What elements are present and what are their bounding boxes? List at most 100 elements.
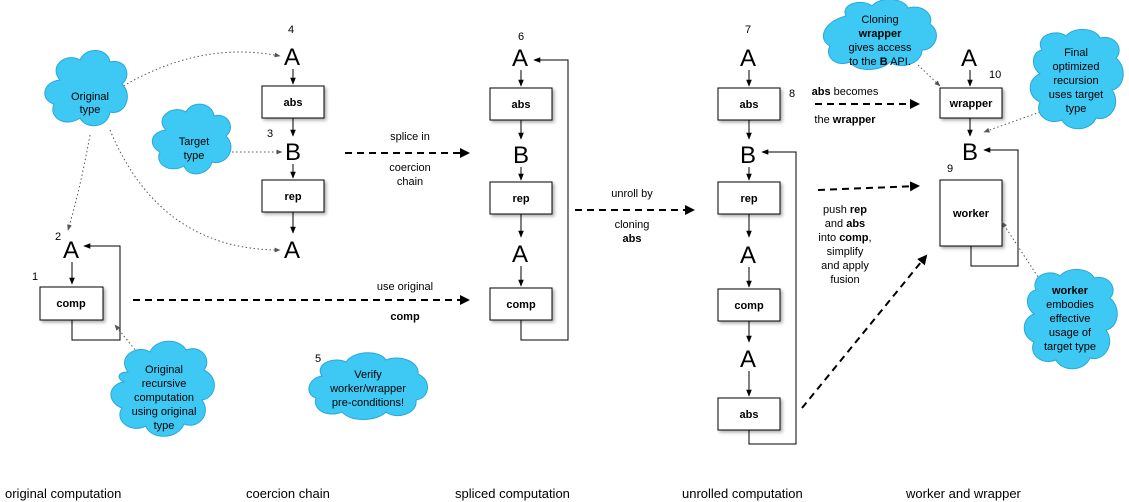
coercion-chain: 4 A abs 3 B rep A bbox=[261, 24, 325, 264]
rep-label-coercion: rep bbox=[284, 191, 301, 203]
cloud-worker-shape bbox=[1023, 269, 1118, 370]
dotted-original-to-A4 bbox=[119, 51, 281, 89]
cloud-final-l5: type bbox=[1066, 103, 1087, 115]
push-line-6: fusion bbox=[830, 274, 859, 286]
unroll-label-2: cloning bbox=[615, 219, 650, 231]
cloud-final-optimized: Final optimized recursion uses target ty… bbox=[1029, 29, 1124, 130]
annotation-arrows bbox=[67, 51, 1041, 363]
becomes-text-1: becomes bbox=[831, 86, 879, 98]
becomes-abs-bold: abs bbox=[812, 86, 831, 98]
cloud-final-l4: uses target bbox=[1049, 89, 1103, 101]
splice-label-2: coercion bbox=[389, 162, 431, 174]
type-A-spliced-mid: A bbox=[512, 241, 528, 268]
rep-label-unrolled: rep bbox=[740, 193, 757, 205]
type-A-spliced-top: A bbox=[512, 45, 528, 72]
abs-box-unrolled-top bbox=[717, 87, 781, 121]
dotted-worker-note-to-worker bbox=[1001, 221, 1041, 281]
cloud-cloning-l4-bold: B bbox=[880, 56, 888, 68]
worker-wrapper-stage: A 10 wrapper B 9 worker bbox=[939, 45, 1019, 267]
push-line-1: push rep bbox=[823, 204, 867, 216]
original-computation: 2 A 1 comp bbox=[32, 231, 121, 341]
transition-arrows: splice in coercion chain use original co… bbox=[133, 86, 928, 409]
becomes-label-2: the wrapper bbox=[814, 114, 876, 126]
number-8: 8 bbox=[789, 88, 795, 100]
comp-label-original: comp bbox=[56, 298, 86, 310]
cloud-final-shape bbox=[1029, 29, 1124, 130]
number-7: 7 bbox=[745, 24, 751, 36]
caption-coercion: coercion chain bbox=[246, 486, 330, 501]
type-B-spliced: B bbox=[513, 142, 529, 169]
cloud-worker-l4: usage of bbox=[1049, 327, 1092, 339]
cloud-cloning-l4-text: to the bbox=[849, 56, 880, 68]
cloud-original-type-l2: type bbox=[80, 104, 101, 116]
push-arrow-bottom bbox=[801, 254, 928, 409]
push-tail-3: , bbox=[869, 232, 872, 244]
abs-label-coercion: abs bbox=[284, 97, 303, 109]
unroll-label-1: unroll by bbox=[611, 188, 653, 200]
becomes-text-2: the bbox=[814, 114, 832, 126]
type-B-ww: B bbox=[962, 139, 978, 166]
push-line-3: into comp, bbox=[818, 232, 871, 244]
cloud-cloning-wrapper: Cloning wrapper gives access to the B AP… bbox=[822, 0, 937, 70]
abs-label-spliced: abs bbox=[512, 99, 531, 111]
rep-box-unrolled bbox=[717, 181, 781, 215]
caption-original: original computation bbox=[5, 486, 121, 501]
worker-box bbox=[939, 179, 1003, 247]
caption-worker-wrapper: worker and wrapper bbox=[905, 486, 1022, 501]
cloud-verify-l3: pre-conditions! bbox=[332, 397, 404, 409]
push-text-1: push bbox=[823, 204, 850, 216]
unroll-label-3: abs bbox=[623, 233, 642, 245]
number-10: 10 bbox=[989, 69, 1001, 81]
becomes-label-1: abs becomes bbox=[812, 86, 879, 98]
cloud-recursive-l1: Original bbox=[145, 364, 183, 376]
dotted-original-to-A-bottom bbox=[109, 129, 281, 253]
push-bold-1: rep bbox=[850, 204, 867, 216]
cloud-final-l2: optimized bbox=[1052, 61, 1099, 73]
cloud-verify-l2: worker/wrapper bbox=[329, 383, 406, 395]
type-B-coercion: B bbox=[285, 139, 301, 166]
cloud-original-type: Original type bbox=[44, 50, 128, 127]
number-9: 9 bbox=[947, 163, 953, 175]
cloud-worker-l1: worker bbox=[1051, 285, 1089, 297]
number-5: 5 bbox=[315, 353, 321, 365]
recursion-loop-spliced bbox=[520, 57, 569, 341]
cloud-verify-shape bbox=[308, 352, 428, 420]
cloud-target-type-shape bbox=[151, 103, 232, 175]
caption-spliced: spliced computation bbox=[455, 486, 570, 501]
type-A-unrolled-mid: A bbox=[740, 242, 756, 269]
cloud-cloning-l4: to the B API. bbox=[849, 56, 911, 68]
cloud-cloning-l2: wrapper bbox=[858, 28, 903, 40]
push-line-4: simplify bbox=[827, 246, 864, 258]
cloud-final-l1: Final bbox=[1064, 47, 1088, 59]
cloud-original-recursive-shape bbox=[110, 340, 215, 437]
type-A-top: A bbox=[284, 44, 300, 71]
abs-box-unrolled-bottom bbox=[717, 397, 781, 431]
cloud-recursive-l5: type bbox=[154, 420, 175, 432]
type-B-unrolled: B bbox=[740, 142, 756, 169]
abs-box-spliced bbox=[489, 87, 553, 121]
cloud-final-l3: recursion bbox=[1053, 75, 1098, 87]
number-2: 2 bbox=[55, 231, 61, 243]
push-line-5: and apply bbox=[821, 260, 869, 272]
cloud-recursive-l2: recursive bbox=[142, 378, 187, 390]
type-A-ww: A bbox=[961, 45, 977, 72]
cloud-worker-embodies: worker embodies effective usage of targe… bbox=[1023, 269, 1118, 370]
cloud-verify: 5 Verify worker/wrapper pre-conditions! bbox=[308, 352, 428, 420]
abs-label-unrolled-bottom: abs bbox=[740, 409, 759, 421]
use-original-comp-label: comp bbox=[390, 311, 420, 323]
cloud-recursive-l3: computation bbox=[134, 392, 194, 404]
dotted-cloning-to-wrapper bbox=[917, 64, 941, 87]
push-arrow-top bbox=[817, 181, 920, 192]
splice-label-3: chain bbox=[397, 176, 423, 188]
wrapper-label: wrapper bbox=[949, 98, 994, 110]
cloud-worker-l2: embodies bbox=[1046, 299, 1094, 311]
number-3: 3 bbox=[267, 128, 273, 140]
push-text-3: into bbox=[818, 232, 839, 244]
number-6: 6 bbox=[518, 31, 524, 43]
number-4: 4 bbox=[288, 24, 294, 36]
number-1: 1 bbox=[32, 271, 38, 283]
cloud-original-type-shape bbox=[44, 50, 128, 127]
cloud-worker-l3: effective bbox=[1050, 313, 1091, 325]
cloud-cloning-shape bbox=[822, 0, 937, 70]
